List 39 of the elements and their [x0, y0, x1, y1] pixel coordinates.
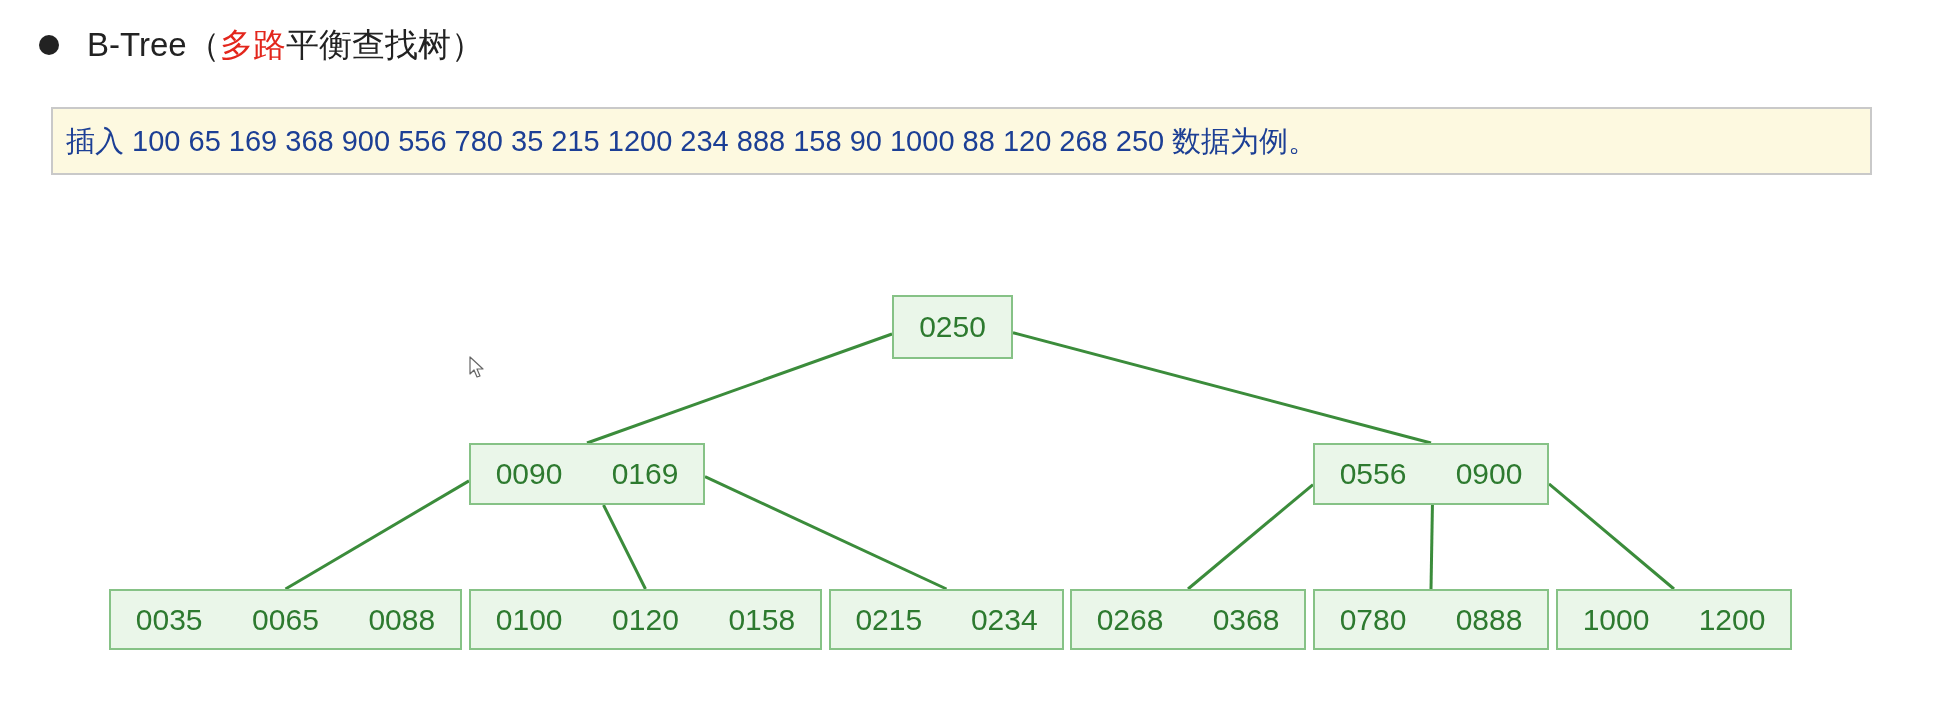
key-value: 0368: [1212, 602, 1280, 637]
btree-node: [1070, 589, 1306, 650]
key-value: 0035: [135, 602, 203, 637]
key-value: 0268: [1096, 602, 1164, 637]
tree-edge-line: [602, 504, 647, 590]
key-value: 0250: [919, 310, 986, 344]
key-value: 0100: [495, 602, 563, 637]
tree-edge-line: [1548, 482, 1675, 591]
key-value: 0234: [970, 602, 1038, 637]
key-value: 0158: [728, 602, 796, 637]
btree-node: [1556, 589, 1792, 650]
key-value: 0215: [855, 602, 923, 637]
btree-node: [1313, 443, 1549, 505]
btree-node: [469, 443, 705, 505]
key-value: 0556: [1339, 457, 1407, 491]
btree-node: [109, 589, 462, 650]
key-value: 1000: [1582, 602, 1650, 637]
heading: B-Tree（多路平衡查找树）: [87, 25, 484, 65]
tree-edge-line: [586, 332, 893, 445]
key-value: 0900: [1455, 457, 1523, 491]
note-text: 插入 100 65 169 368 900 556 780 35 215 1200 234 888 158 90 1000 88 120 268 250 数据为例。: [66, 124, 1318, 159]
btree-node: [892, 295, 1013, 359]
tree-edge-line: [1429, 504, 1434, 590]
tree-edge-line: [1187, 483, 1314, 591]
key-value: 0088: [368, 602, 436, 637]
btree-node: [469, 589, 822, 650]
key-value: 0888: [1455, 602, 1523, 637]
tree-edge-line: [704, 475, 948, 591]
key-value: 0120: [612, 602, 679, 637]
btree-node: [1313, 589, 1549, 650]
tree-edge-line: [1012, 331, 1432, 445]
key-value: 0065: [252, 602, 319, 637]
key-value: 0090: [495, 457, 563, 491]
note-banner: [51, 107, 1872, 175]
key-value: 0780: [1339, 602, 1407, 637]
key-value: 1200: [1698, 602, 1766, 637]
key-value: 0169: [611, 457, 679, 491]
tree-edge-line: [284, 479, 470, 591]
btree-node: [829, 589, 1064, 650]
